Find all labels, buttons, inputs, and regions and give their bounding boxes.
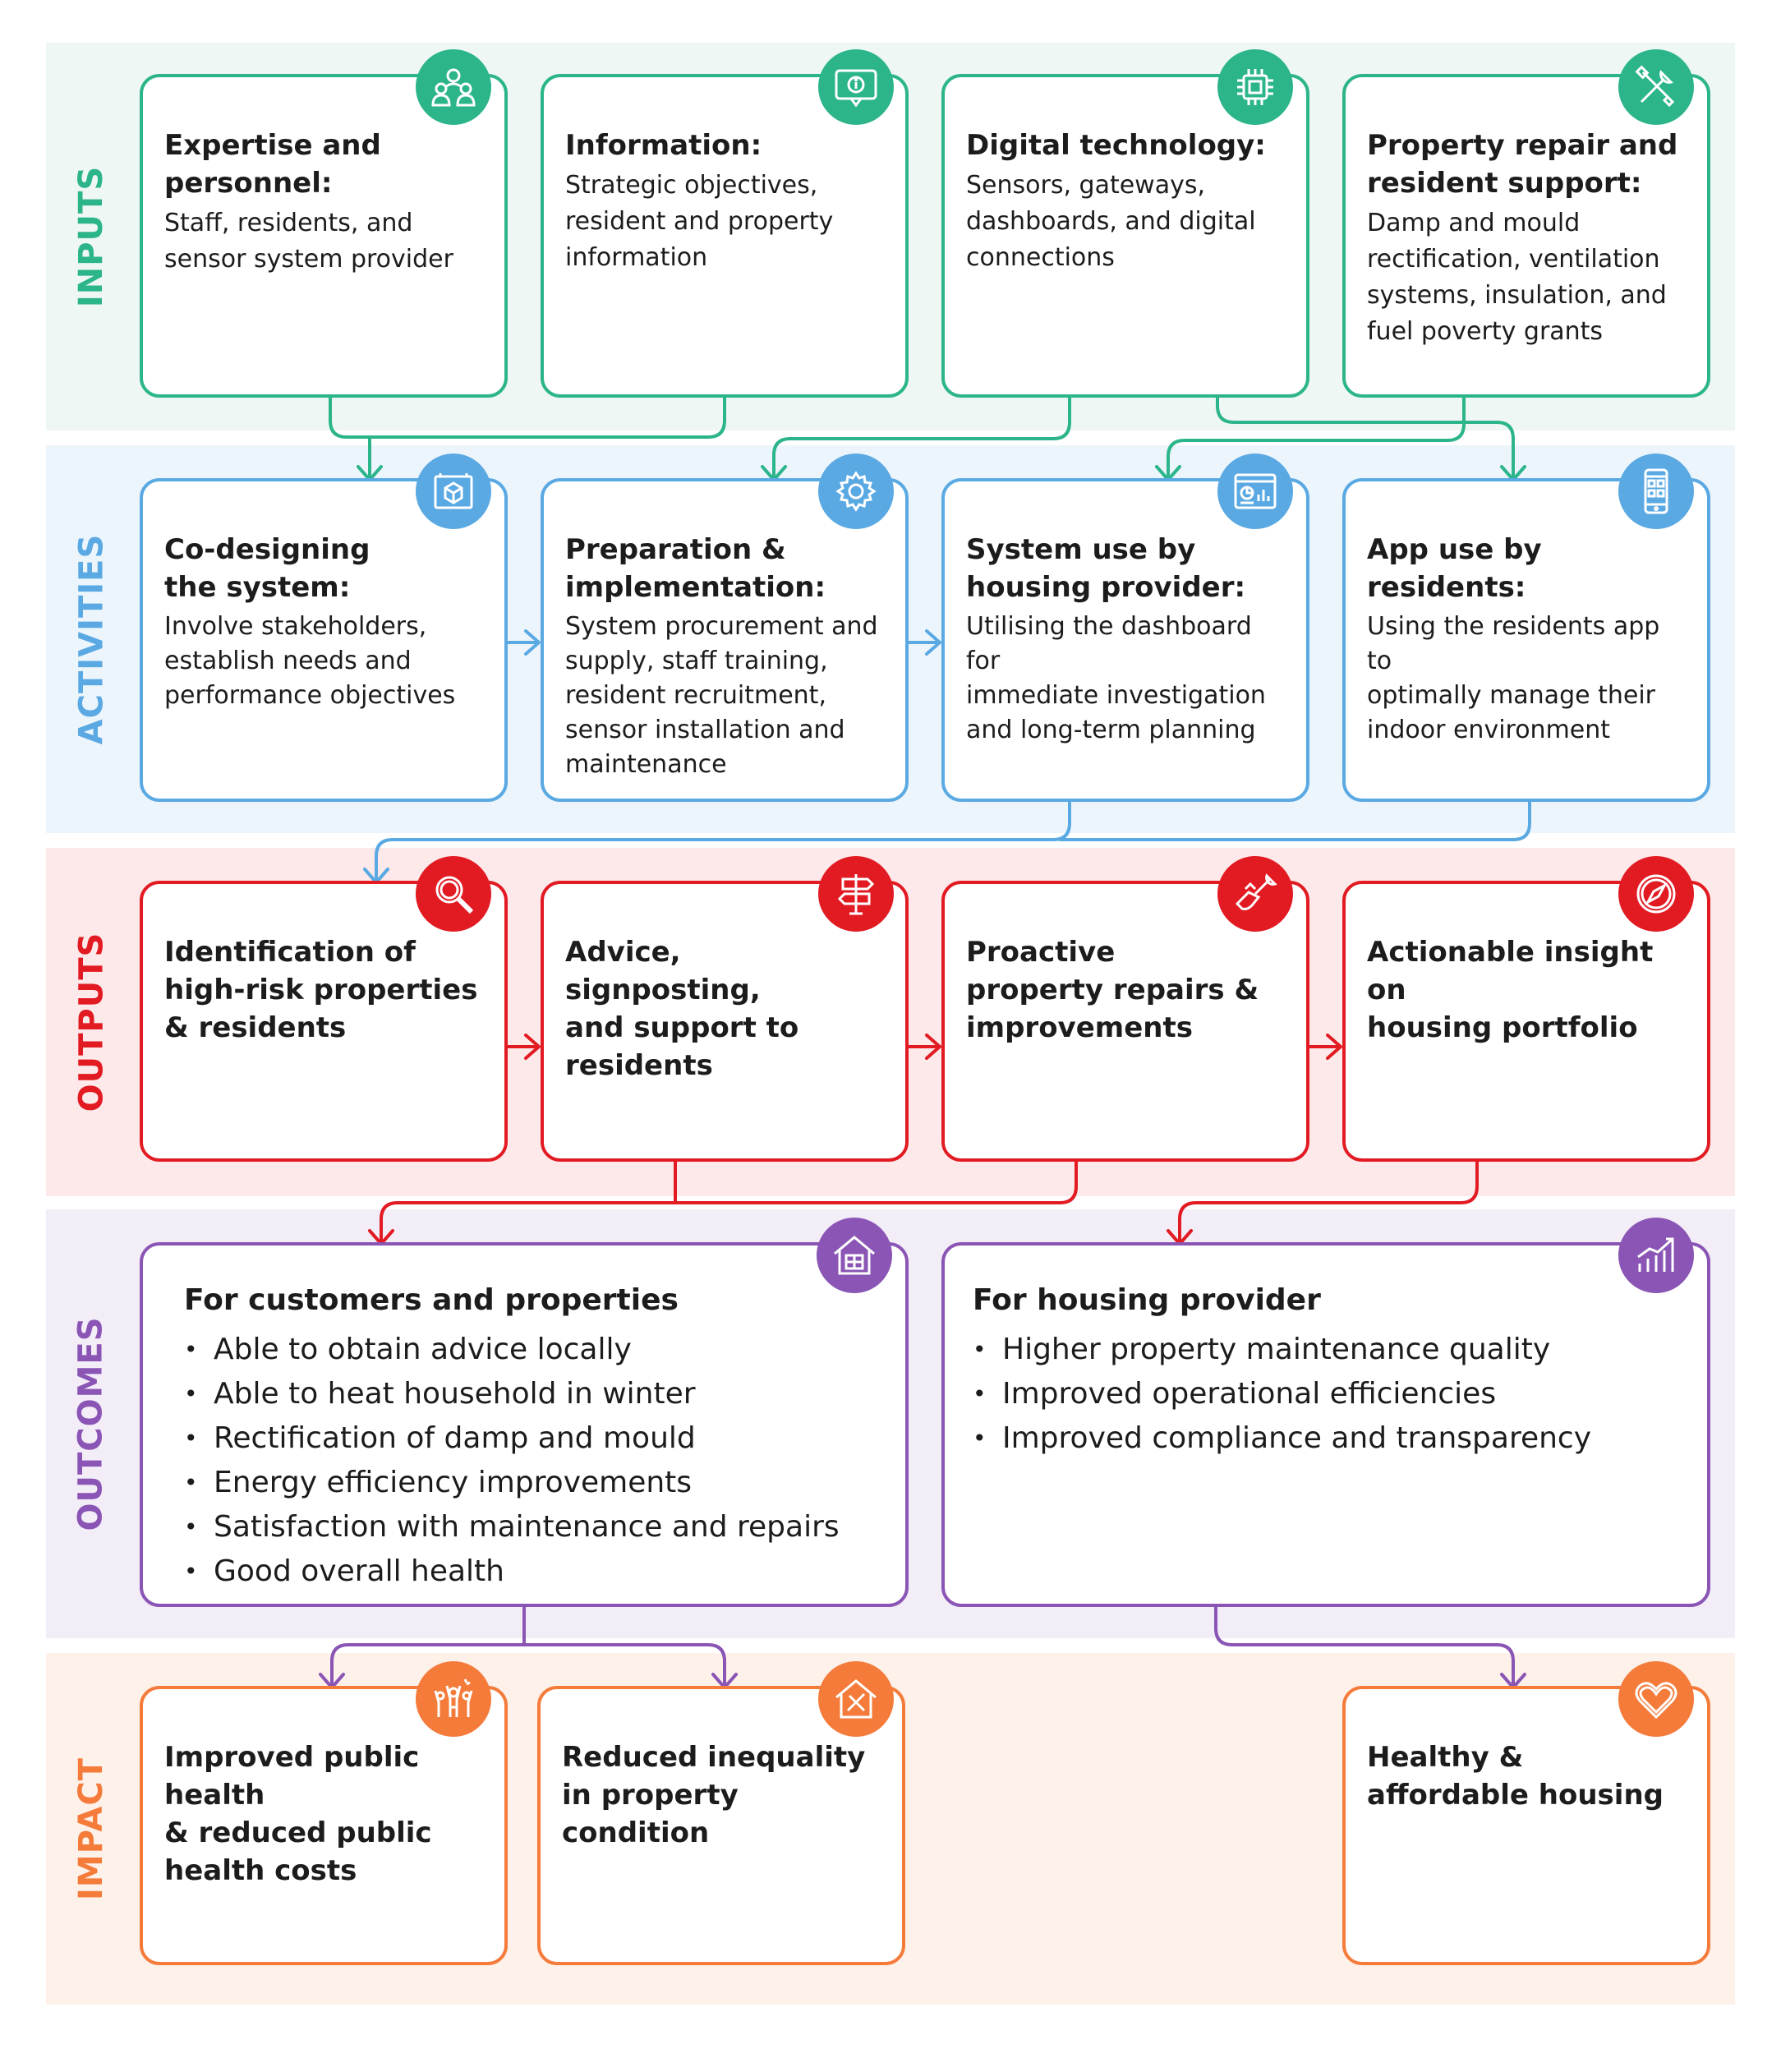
box-title: Advice, signposting, and support to resi… xyxy=(565,936,799,1082)
box-title: Digital technology: xyxy=(966,129,1266,162)
repair-hand-icon xyxy=(1217,856,1293,932)
gear-icon xyxy=(818,454,894,529)
list-item: Able to obtain advice locally xyxy=(184,1328,886,1372)
list-item: Rectification of damp and mould xyxy=(184,1416,886,1461)
box-title: Healthy & affordable housing xyxy=(1367,1741,1664,1812)
info-screen-icon xyxy=(818,49,894,125)
outcome-title: For housing provider xyxy=(973,1283,1321,1317)
outcome-title: For customers and properties xyxy=(184,1283,679,1317)
box-title: Preparation & implementation: xyxy=(565,533,826,604)
box-body: Involve stakeholders, establish needs an… xyxy=(164,612,456,710)
people-icon xyxy=(416,49,491,125)
box-body: System procurement and supply, staff tra… xyxy=(565,612,878,779)
activity-box-co-designing: Co-designing the system: Involve stakeho… xyxy=(140,478,508,802)
impact-box-public-health: Improved public health & reduced public … xyxy=(140,1686,508,1965)
connector-inputs-3 xyxy=(1167,396,1466,480)
box-title: Information: xyxy=(565,129,762,162)
dashboard-icon xyxy=(1217,454,1293,529)
box-body: Staff, residents, and sensor system prov… xyxy=(164,209,453,274)
growth-chart-icon xyxy=(1618,1218,1694,1293)
box-body: Damp and mould rectification, ventilatio… xyxy=(1367,209,1667,346)
mobile-app-icon xyxy=(1618,454,1694,529)
list-item: Good overall health xyxy=(184,1549,886,1594)
impact-box-healthy-housing: Healthy & affordable housing xyxy=(1342,1686,1710,1965)
blueprint-icon xyxy=(416,454,491,529)
connector-inputs-2 xyxy=(772,396,1071,480)
input-box-expertise: Expertise and personnel: Staff, resident… xyxy=(140,74,508,398)
house-icon xyxy=(817,1218,892,1293)
microchip-icon xyxy=(1217,49,1293,125)
connector-outputs-mid xyxy=(380,1160,1078,1244)
tools-icon xyxy=(1618,49,1694,125)
box-body: Utilising the dashboard for immediate in… xyxy=(966,612,1266,744)
box-title: Property repair and resident support: xyxy=(1367,129,1678,200)
list-item: Improved compliance and transparency xyxy=(973,1416,1687,1461)
connector-activities xyxy=(375,800,1071,882)
box-body: Sensors, gateways, dashboards, and digit… xyxy=(966,171,1256,272)
outcome-list: Able to obtain advice locally Able to he… xyxy=(184,1328,886,1594)
heart-icon xyxy=(1618,1661,1694,1737)
activity-box-system-use: System use by housing provider: Utilisin… xyxy=(941,478,1309,802)
list-item: Able to heat household in winter xyxy=(184,1372,886,1416)
box-body: Using the residents app to optimally man… xyxy=(1367,612,1660,744)
box-title: Co-designing the system: xyxy=(164,533,370,604)
connector-inputs-4 xyxy=(1216,396,1515,480)
activity-box-preparation: Preparation & implementation: System pro… xyxy=(541,478,909,802)
box-title: Proactive property repairs & improvement… xyxy=(966,936,1259,1044)
activity-box-app-use: App use by residents: Using the resident… xyxy=(1342,478,1710,802)
box-title: Improved public health & reduced public … xyxy=(164,1741,432,1887)
celebrating-people-icon xyxy=(416,1661,491,1737)
outcome-box-housing-provider: For housing provider Higher property mai… xyxy=(941,1242,1710,1607)
list-item: Energy efficiency improvements xyxy=(184,1461,886,1505)
connector-outcomes-left-branch xyxy=(330,1643,726,1688)
house-repair-icon xyxy=(818,1661,894,1737)
magnifier-icon xyxy=(416,856,491,932)
box-title: Actionable insight on housing portfolio xyxy=(1367,936,1654,1044)
list-item: Improved operational efficiencies xyxy=(973,1372,1687,1416)
input-box-digital-technology: Digital technology: Sensors, gateways, d… xyxy=(941,74,1309,398)
compass-icon xyxy=(1618,856,1694,932)
box-title: Expertise and personnel: xyxy=(164,129,381,200)
list-item: Satisfaction with maintenance and repair… xyxy=(184,1505,886,1549)
box-title: Reduced inequality in property condition xyxy=(562,1741,866,1849)
signpost-icon xyxy=(818,856,894,932)
box-title: Identification of high-risk properties &… xyxy=(164,936,478,1044)
output-box-advice: Advice, signposting, and support to resi… xyxy=(541,881,909,1162)
box-title: App use by residents: xyxy=(1367,533,1542,604)
input-box-information: Information: Strategic objectives, resid… xyxy=(541,74,909,398)
input-box-property-repair: Property repair and resident support: Da… xyxy=(1342,74,1710,398)
connector-outputs-right xyxy=(1178,1160,1479,1244)
connector-inputs-1 xyxy=(329,396,726,439)
list-item: Higher property maintenance quality xyxy=(973,1328,1687,1372)
connector-outcomes-right xyxy=(1214,1605,1515,1688)
outcome-box-customers: For customers and properties Able to obt… xyxy=(140,1242,909,1607)
box-body: Strategic objectives, resident and prope… xyxy=(565,171,834,272)
connector-activities-4 xyxy=(1058,800,1531,841)
outcome-list: Higher property maintenance quality Impr… xyxy=(973,1328,1687,1461)
box-title: System use by housing provider: xyxy=(966,533,1246,604)
